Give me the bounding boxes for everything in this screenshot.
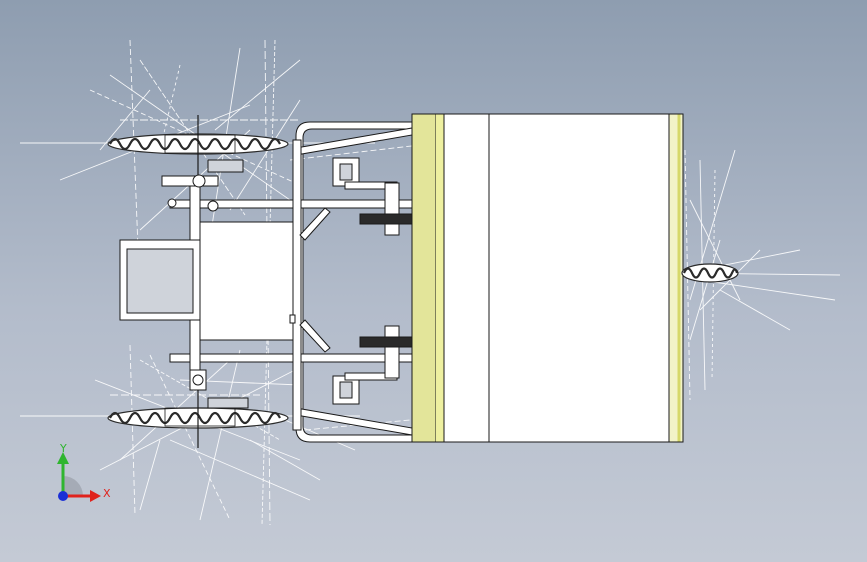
seat-box [119, 221, 296, 341]
mounting-brackets [332, 157, 398, 405]
hopper-body [411, 113, 684, 443]
front-left-wheel [107, 115, 289, 175]
drive-sprockets [359, 182, 413, 379]
steering-hardware [161, 159, 249, 409]
x-axis-label: X [103, 487, 111, 500]
front-right-wheel [107, 380, 289, 448]
coordinate-triad: Y X [57, 442, 111, 502]
rear-wheel [681, 263, 739, 283]
y-axis-label: Y [59, 442, 67, 455]
